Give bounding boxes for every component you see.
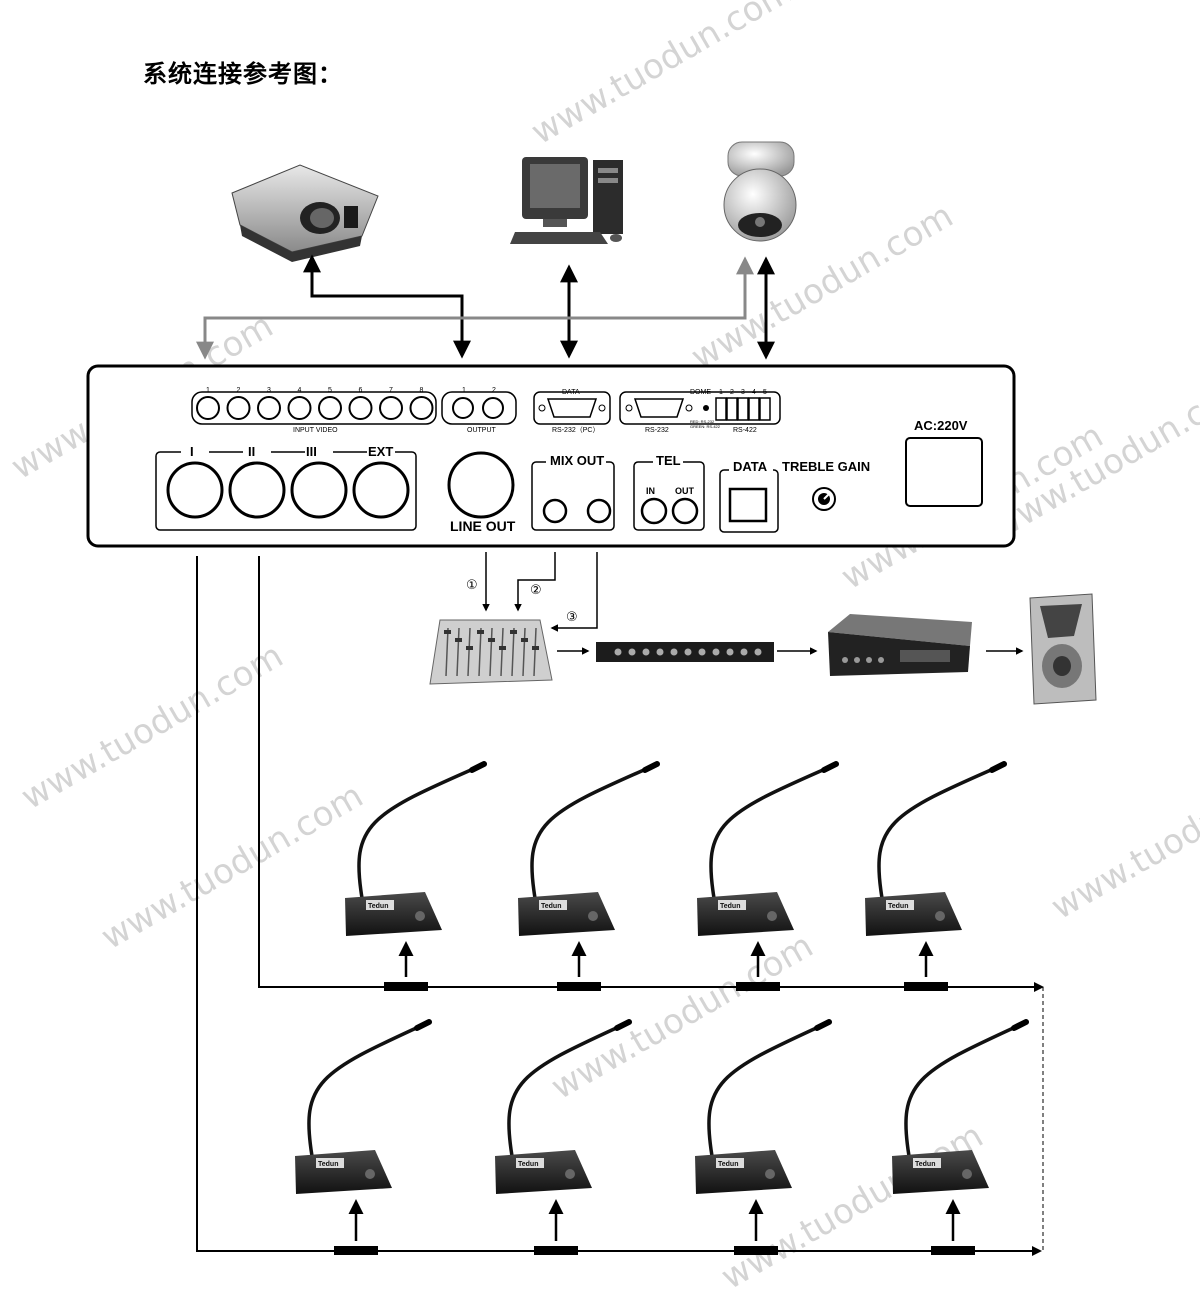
- dome-terminal: [759, 397, 771, 421]
- input-video-tick: 5: [328, 387, 332, 394]
- dome-terminal: [737, 397, 749, 421]
- dome-label: DOME: [690, 389, 711, 396]
- mic-channel-label: III: [306, 444, 317, 459]
- input-video-tick: 6: [359, 387, 363, 394]
- microphone-unit: Tedun: [865, 761, 1007, 991]
- data-port-label: DATA: [562, 389, 580, 396]
- dome-terminal: [726, 397, 738, 421]
- input-video-tick: 8: [420, 387, 424, 394]
- processor-image: [596, 642, 774, 662]
- mixer-image: [429, 619, 553, 685]
- dome-terminal: [748, 397, 760, 421]
- computer-image: [510, 157, 623, 244]
- speaker-image: [1029, 593, 1097, 705]
- treble-gain-label: TREBLE GAIN: [782, 459, 870, 474]
- dome-camera-image: [723, 141, 797, 242]
- audio-connections: [482, 552, 1024, 655]
- dome-tick: 5: [763, 389, 767, 396]
- mic-brand-label: Tedun: [915, 1161, 935, 1168]
- mic-brand-label: Tedun: [368, 903, 388, 910]
- input-video-tick: 2: [237, 387, 241, 394]
- video-input-connector: [379, 396, 403, 420]
- mix-out-label: MIX OUT: [550, 453, 604, 468]
- mic-brand-label: Tedun: [718, 1161, 738, 1168]
- video-input-connector: [318, 396, 342, 420]
- input-video-tick: 1: [206, 387, 210, 394]
- input-video-tick: 7: [389, 387, 393, 394]
- mic-channel-connector: [166, 461, 224, 519]
- microphone-unit: Tedun: [892, 1019, 1029, 1255]
- tel-in-label: IN: [646, 486, 655, 496]
- line-out-label: LINE OUT: [450, 518, 516, 534]
- mic-channel-connector: [228, 461, 286, 519]
- output-label: OUTPUT: [467, 427, 497, 434]
- projector-image: [231, 164, 379, 262]
- microphone-unit: Tedun: [345, 761, 487, 991]
- output-tick-2: 2: [492, 387, 496, 394]
- mic-brand-label: Tedun: [541, 903, 561, 910]
- amplifier-image: [828, 614, 972, 676]
- input-video-tick: 4: [298, 387, 302, 394]
- watermark-site: www.tuodun.com: [525, 0, 800, 153]
- data-label: DATA: [733, 459, 768, 474]
- video-input-connector: [348, 396, 373, 420]
- watermark-site: www.tuodun.com: [685, 196, 960, 378]
- rs422-label: RS-422: [733, 427, 757, 434]
- watermark-site: www.tuodun.com: [15, 636, 290, 818]
- dome-terminal: [715, 397, 727, 421]
- tel-out-label: OUT: [675, 486, 695, 496]
- input-video-tick: 3: [267, 387, 271, 394]
- microphone-unit: Tedun: [495, 1019, 632, 1255]
- mic-channel-connector: [290, 461, 348, 519]
- video-input-connector: [409, 396, 434, 420]
- video-input-connector: [257, 396, 281, 420]
- mic-channel-connector: [352, 461, 410, 519]
- mic-brand-label: Tedun: [888, 903, 908, 910]
- rs232-label: RS-232: [645, 427, 669, 434]
- marker-1: ①: [466, 577, 478, 592]
- ac-power-label: AC:220V: [914, 418, 968, 433]
- dome-note-red: RED: RS-232: [690, 419, 715, 424]
- mic-brand-label: Tedun: [518, 1161, 538, 1168]
- dome-tick: 4: [752, 389, 756, 396]
- top-connections: [196, 254, 775, 360]
- microphone-unit: Tedun: [695, 1019, 832, 1255]
- microphone-unit: Tedun: [295, 1019, 432, 1255]
- output-tick-1: 1: [462, 387, 466, 394]
- video-input-connector: [287, 396, 312, 420]
- dome-note-green: GREEN: RS-422: [690, 424, 721, 429]
- microphone-unit: Tedun: [697, 761, 839, 991]
- marker-2: ②: [530, 582, 542, 597]
- dome-tick: 3: [741, 389, 745, 396]
- video-input-connector: [196, 396, 220, 420]
- input-video-label: INPUT VIDEO: [293, 427, 338, 434]
- mic-channel-label: II: [248, 444, 255, 459]
- rs232-pc-label: RS-232（PC）: [552, 426, 599, 434]
- watermark-site: www.tuodun.com: [545, 926, 820, 1108]
- video-input-connector: [226, 396, 251, 420]
- mic-brand-label: Tedun: [318, 1161, 338, 1168]
- mic-channel-label: I: [190, 444, 194, 459]
- dome-tick: 2: [730, 389, 734, 396]
- microphone-unit: Tedun: [518, 761, 660, 991]
- mic-brand-label: Tedun: [720, 903, 740, 910]
- tel-label: TEL: [656, 453, 681, 468]
- watermark-site: www.tuodun.com: [1045, 746, 1200, 928]
- mic-channel-label: EXT: [368, 444, 393, 459]
- watermark-site: www.tuodun.com: [95, 776, 370, 958]
- dome-tick: 1: [719, 389, 723, 396]
- marker-3: ③: [566, 609, 578, 624]
- page-title: 系统连接参考图：: [143, 59, 343, 88]
- watermark-site: www.tuodun.com: [985, 366, 1200, 548]
